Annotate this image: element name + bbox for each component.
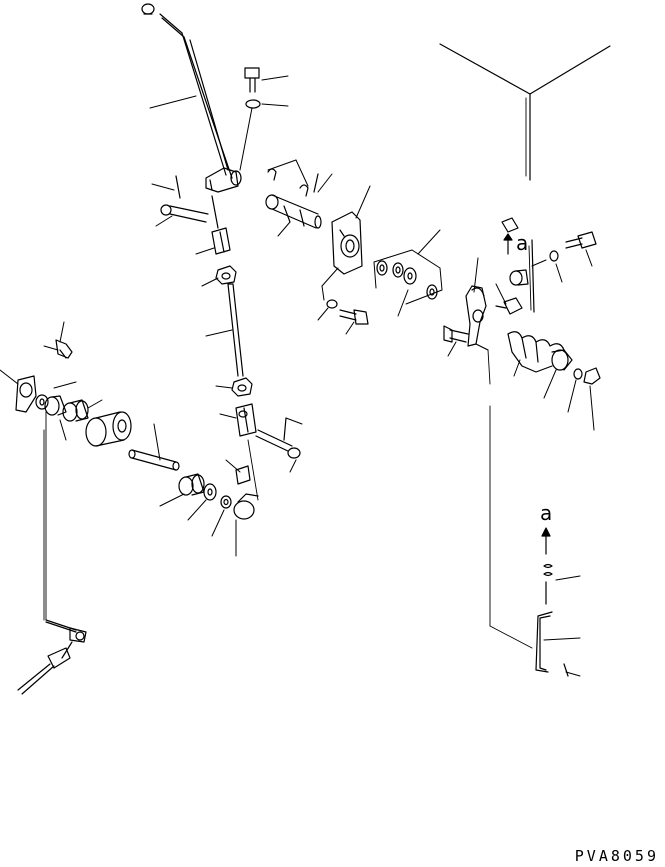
washer-left (35, 381, 77, 410)
threaded-rod (205, 283, 244, 377)
pin-left (175, 175, 181, 199)
collar-left (62, 399, 103, 422)
nut-upper (201, 265, 237, 287)
bolt-right-upper (565, 231, 597, 267)
callout-letter-lower: a (540, 501, 552, 525)
bolt-upper (239, 67, 289, 171)
shim-set (373, 229, 443, 317)
left-bracket (0, 369, 47, 621)
yoke-lower (219, 403, 303, 473)
yoke-upper (195, 195, 231, 255)
hook-rod (535, 611, 581, 673)
small-spring-lower (543, 563, 581, 605)
pin-center (265, 194, 322, 237)
bolt-horizontal-left (155, 204, 209, 227)
washer-right-upper (531, 250, 563, 283)
bracket-plate (321, 185, 371, 301)
washer-right (211, 495, 232, 537)
shaft-long (128, 423, 180, 471)
callout-arrow-lower: a (540, 501, 552, 555)
link-rod-right (489, 405, 533, 649)
cap-square (501, 217, 519, 233)
grease-fitting-left (43, 321, 73, 359)
cotter-pins (267, 159, 333, 197)
collar-right (159, 473, 205, 507)
corner-panel-lines (439, 43, 611, 313)
washer-spring (567, 368, 583, 413)
drawing-code: PVA8059 (574, 847, 659, 865)
bolt-lower-middle (225, 439, 259, 557)
bolt-center (339, 309, 369, 335)
washer-center (317, 299, 338, 321)
control-lever (141, 3, 242, 193)
bushing-right-upper (509, 269, 529, 286)
bushing-left (44, 395, 67, 441)
grease-fitting-right (495, 283, 523, 315)
cotter-pin-lower (563, 663, 581, 677)
spring-seat (543, 349, 573, 399)
nut-spring (583, 367, 601, 431)
callout-letter-upper: a (516, 231, 528, 255)
sleeve-tube (85, 411, 132, 447)
lower-lever-arm (17, 619, 87, 695)
bolt-right-lower (443, 325, 469, 357)
spring (507, 331, 565, 377)
bushing-right (187, 483, 217, 521)
pivot-lever-right (465, 257, 491, 385)
callout-arrow-upper: a (503, 231, 528, 255)
nut-lower (215, 377, 253, 397)
